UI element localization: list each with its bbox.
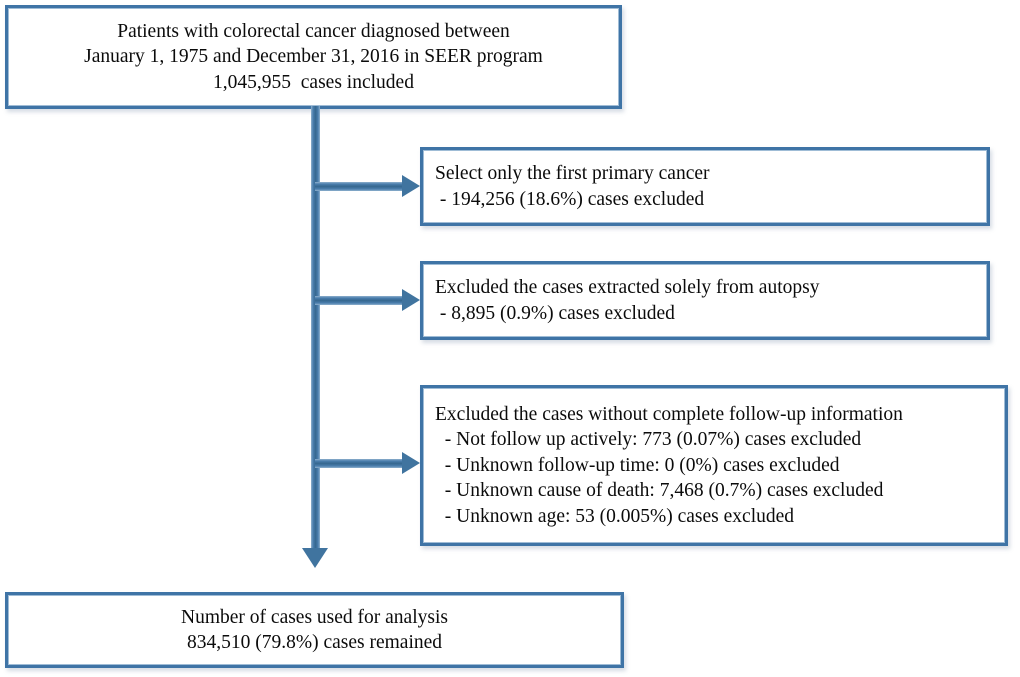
exclusion-2-line-1: Excluded the cases extracted solely from… [435,277,820,299]
branch-connector-line-1 [315,182,404,191]
arrow-right-icon-2 [402,289,420,311]
exclusion-3-line-2: - Not follow up actively: 773 (0.07%) ca… [435,429,862,451]
branch-connector-line-3 [315,459,404,468]
exclusion-3-line-3: - Unknown follow-up time: 0 (0%) cases e… [435,454,840,476]
flow-node-source-cohort: Patients with colorectal cancer diagnose… [5,5,622,109]
exclusion-1-line-1: Select only the first primary cancer [435,163,710,185]
flow-node-exclusion-2: Excluded the cases extracted solely from… [420,261,990,340]
source-cohort-line-1: Patients with colorectal cancer diagnose… [117,20,510,42]
arrow-down-icon [302,548,328,568]
exclusion-3-line-5: - Unknown age: 53 (0.005%) cases exclude… [435,505,795,527]
exclusion-3-line-1: Excluded the cases without complete foll… [435,404,903,426]
source-cohort-line-3: 1,045,955 cases included [213,71,414,93]
final-cohort-line-1: Number of cases used for analysis [181,606,448,628]
source-cohort-line-2: January 1, 1975 and December 31, 2016 in… [84,46,543,68]
exclusion-2-line-2: - 8,895 (0.9%) cases excluded [435,302,675,324]
flow-node-final-cohort: Number of cases used for analysis 834,51… [5,592,624,668]
flow-node-exclusion-1: Select only the first primary cancer - 1… [420,147,990,226]
exclusion-1-line-2: - 194,256 (18.6%) cases excluded [435,188,705,210]
arrow-right-icon-3 [402,452,420,474]
arrow-right-icon-1 [402,175,420,197]
exclusion-3-line-4: - Unknown cause of death: 7,468 (0.7%) c… [435,480,884,502]
trunk-connector-line [311,106,320,550]
branch-connector-line-2 [315,296,404,305]
flow-node-exclusion-3: Excluded the cases without complete foll… [420,385,1008,546]
final-cohort-line-2: 834,510 (79.8%) cases remained [186,632,443,653]
